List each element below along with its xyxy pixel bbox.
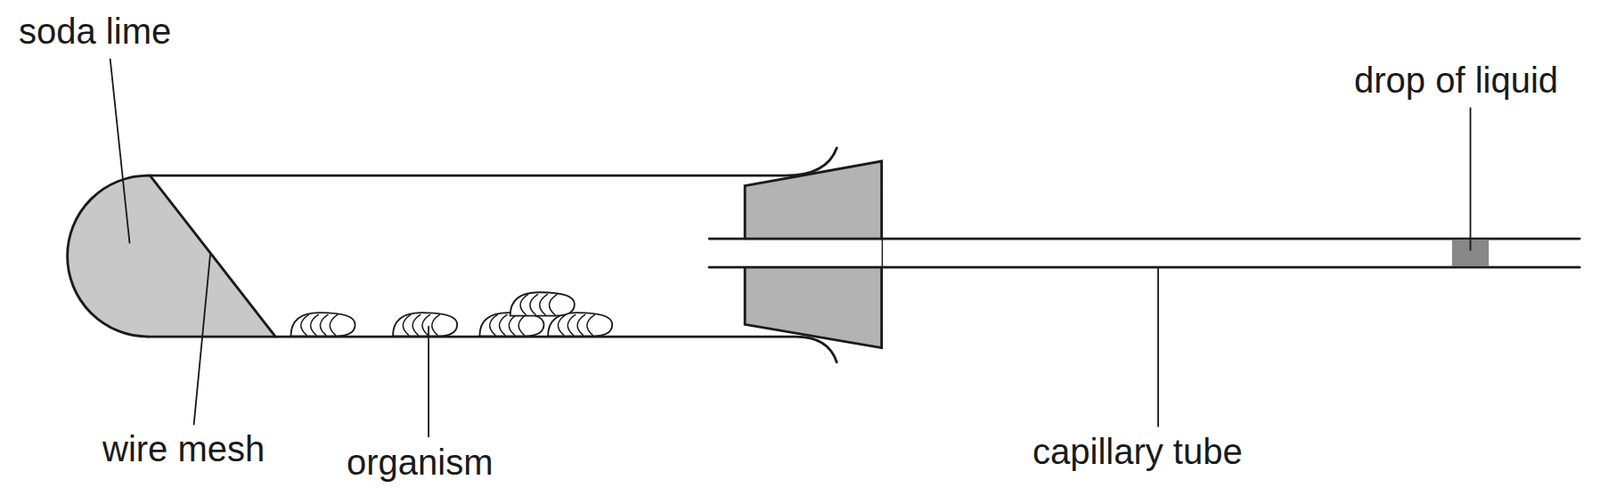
- maggot-segment: [499, 314, 508, 335]
- capillary-wall: [709, 266, 1580, 270]
- maggot-segment: [329, 314, 338, 335]
- maggot-segment: [520, 294, 529, 316]
- wire-mesh: [149, 175, 276, 337]
- part-label: soda lime: [18, 10, 172, 52]
- maggot-segment: [432, 314, 441, 335]
- leader-line: [194, 254, 211, 425]
- maggot-segment: [508, 314, 517, 335]
- maggot-segment: [518, 314, 527, 335]
- test-tube-top: [147, 147, 837, 176]
- maggot-segment: [587, 314, 596, 335]
- part-label: drop of liquid: [1354, 59, 1559, 101]
- leader-line: [1157, 267, 1160, 427]
- maggot-segment: [301, 314, 310, 335]
- maggot: [392, 312, 458, 336]
- maggot: [510, 292, 575, 316]
- part-label: capillary tube: [1032, 431, 1243, 473]
- test-tube-end: [67, 175, 148, 337]
- soda-lime: [68, 175, 277, 337]
- maggot-segment: [412, 314, 421, 335]
- maggot-segment: [557, 314, 566, 335]
- maggot-segment: [567, 314, 576, 335]
- maggot-body: [510, 292, 575, 316]
- part-label: wire mesh: [102, 428, 265, 470]
- test-tube-bottom: [147, 336, 837, 363]
- maggot-segment: [489, 314, 498, 335]
- capillary-bore: [709, 239, 882, 267]
- maggot-segment: [530, 294, 539, 316]
- leader-line: [110, 59, 131, 244]
- maggot-segment: [402, 314, 411, 335]
- maggot-segment: [549, 294, 558, 316]
- maggot-segment: [319, 314, 328, 335]
- capillary-wall: [709, 237, 1580, 241]
- leader-line: [427, 326, 430, 438]
- maggot-segment: [310, 314, 319, 335]
- maggot-segment: [539, 294, 548, 316]
- maggot-body: [290, 312, 355, 336]
- maggot-body: [392, 312, 458, 336]
- leader-line: [1469, 107, 1472, 250]
- part-label: organism: [346, 441, 494, 483]
- maggot-segment: [577, 314, 586, 335]
- maggot: [290, 312, 355, 336]
